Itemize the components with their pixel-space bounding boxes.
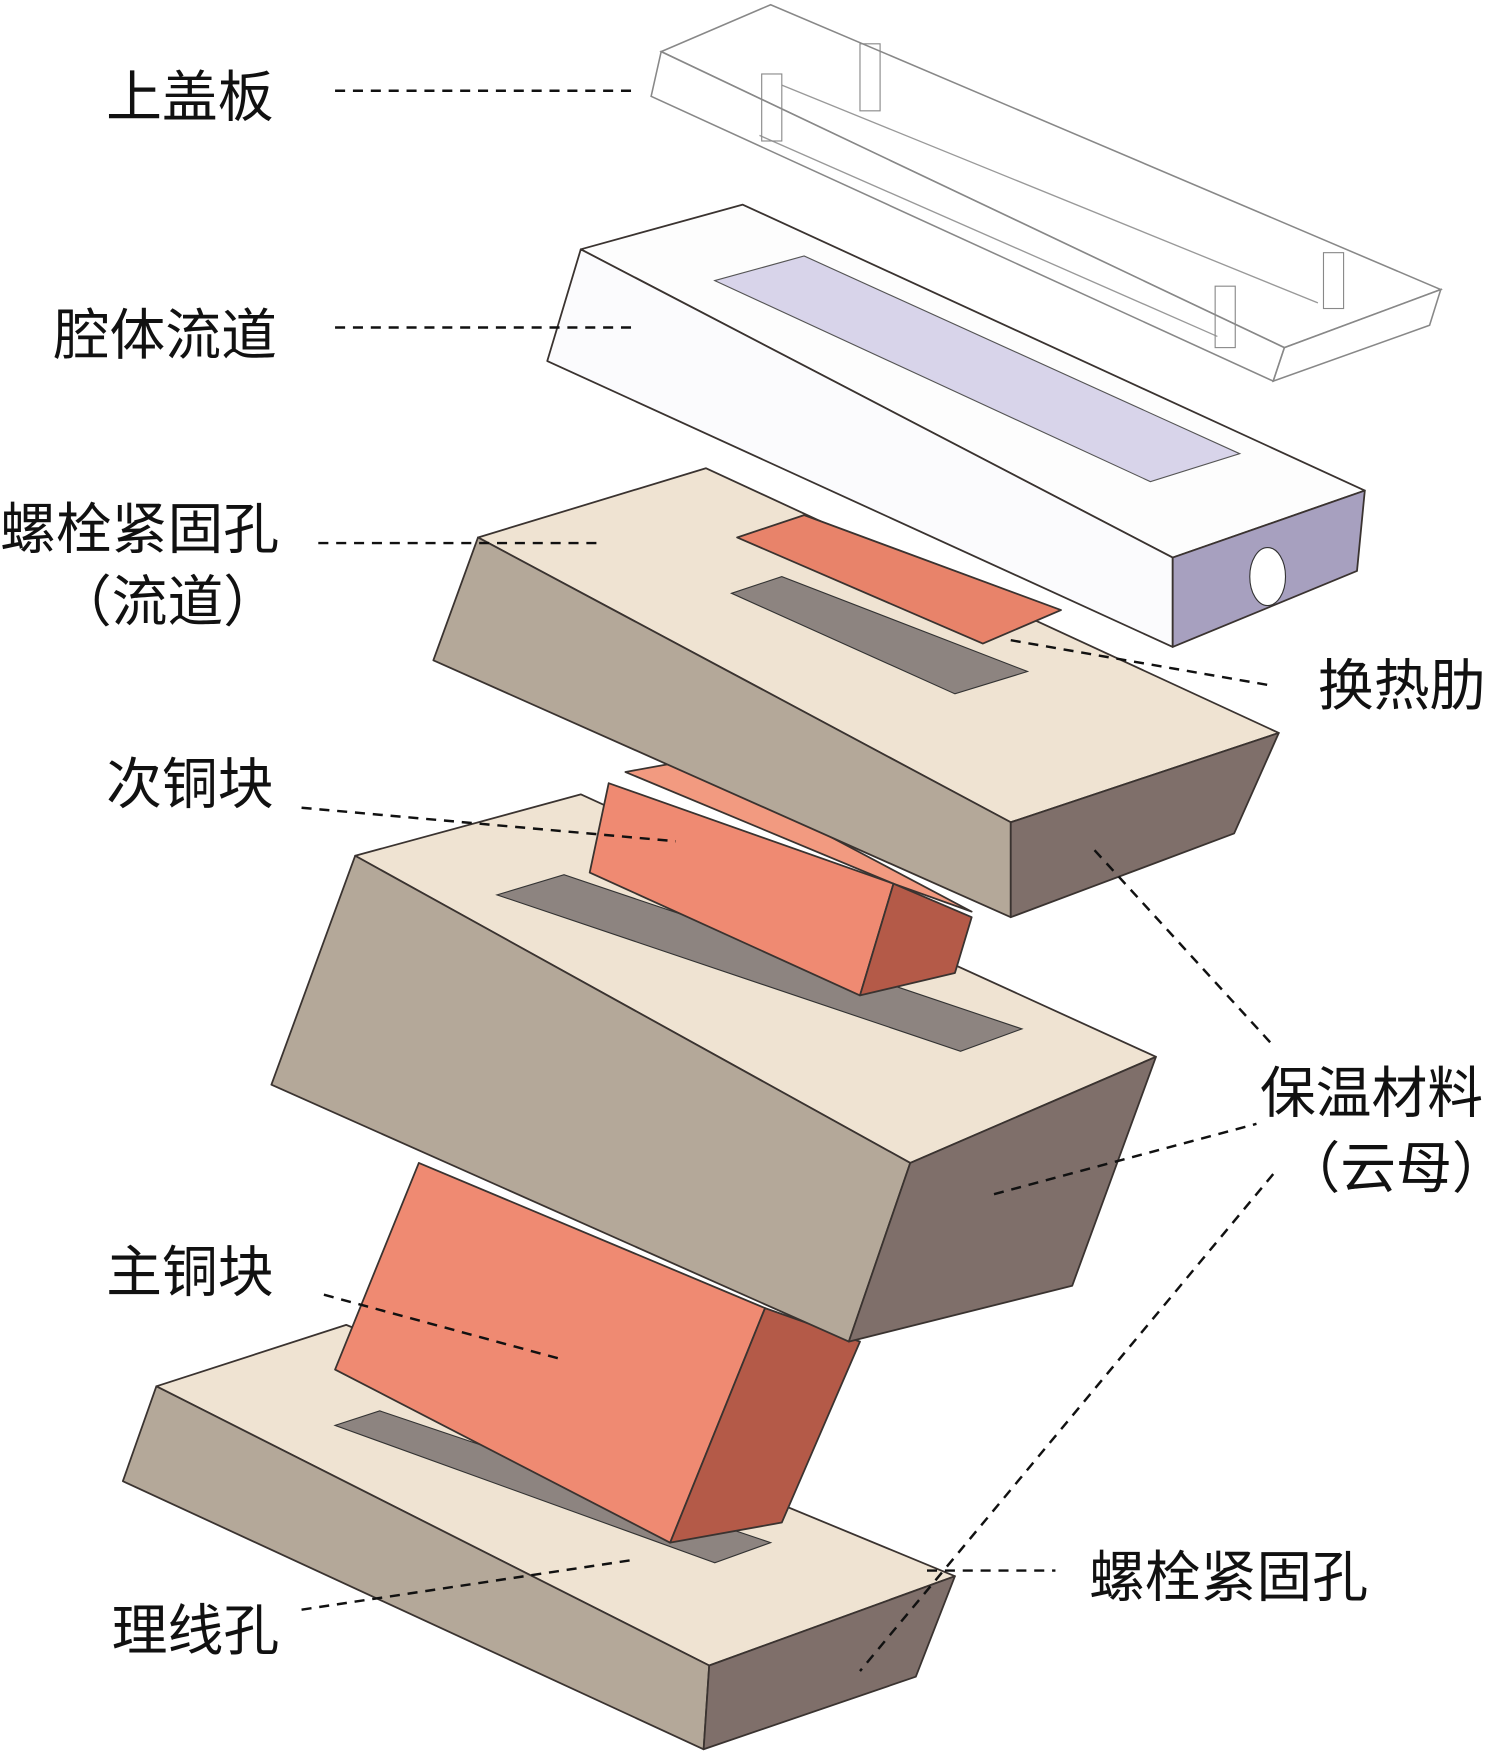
secondary-copper-block xyxy=(588,759,973,997)
label-bolt-holes: 螺栓紧固孔 xyxy=(1089,1545,1368,1610)
label-secondary-copper: 次铜块 xyxy=(106,752,273,817)
top-cover xyxy=(650,3,1443,383)
label-heat-fins: 换热肋 xyxy=(1318,654,1485,719)
label-bolt-holes-channel: 螺栓紧固孔 xyxy=(0,498,279,563)
label-insulation-sub: （云母） xyxy=(1284,1136,1507,1201)
label-cavity-channel: 腔体流道 xyxy=(54,303,277,368)
label-bolt-holes-channel-sub: （流道） xyxy=(56,570,279,635)
upper-insulation-plate xyxy=(432,467,1280,919)
label-top-cover: 上盖板 xyxy=(106,65,273,130)
middle-insulation-block xyxy=(270,793,1157,1343)
label-main-copper: 主铜块 xyxy=(106,1240,273,1305)
heat-fin-array xyxy=(736,514,1062,645)
cavity-channel-block xyxy=(546,203,1366,648)
label-insulation: 保温材料 xyxy=(1260,1062,1483,1127)
bottom-insulation-plate xyxy=(121,1323,956,1751)
leader-lines xyxy=(301,89,1275,1672)
label-wire-hole: 理线孔 xyxy=(112,1599,279,1664)
